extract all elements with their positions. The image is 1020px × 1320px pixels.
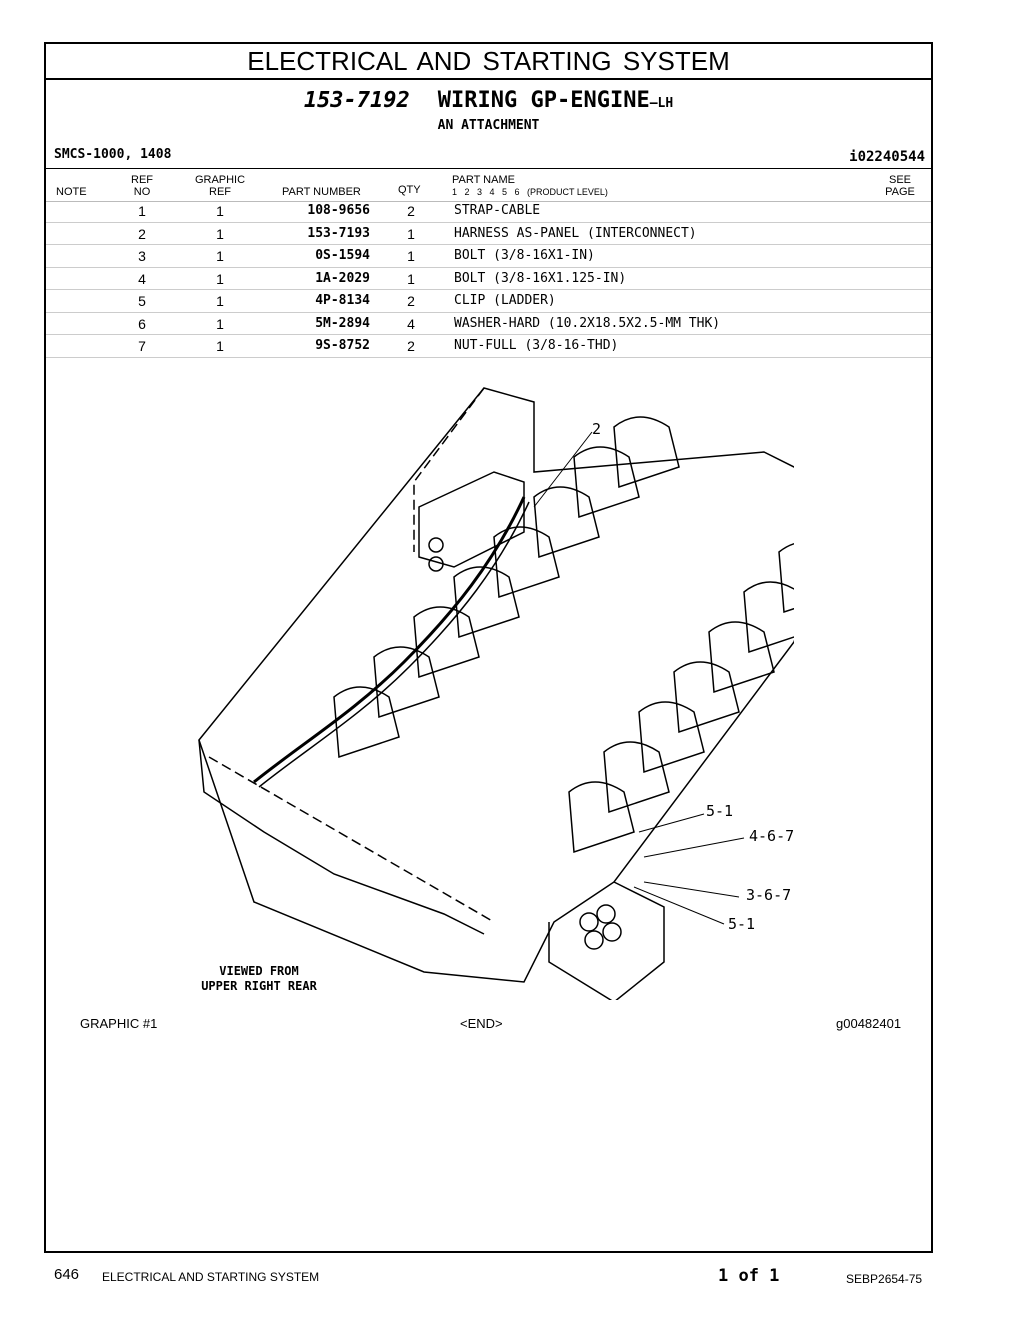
callout-4-6-7: 4-6-7	[749, 827, 794, 845]
part-name-cell: WASHER-HARD (10.2X18.5X2.5-MM THK)	[454, 315, 721, 331]
ref-no-cell: 1	[138, 203, 146, 219]
graphic-id: g00482401	[836, 1016, 902, 1031]
callout-5-1-top: 5-1	[706, 802, 733, 820]
panel-dashed-edge	[413, 387, 485, 552]
header-ref-no: REF NO	[131, 174, 153, 198]
callout-3-6-7: 3-6-7	[746, 886, 791, 904]
part-name-cell: BOLT (3/8-16X1-IN)	[454, 248, 595, 263]
header-graphic-ref: GRAPHIC REF	[194, 174, 246, 198]
base-rail	[198, 739, 485, 935]
table-row: 1 1 108-9656 2 STRAP-CABLE	[46, 200, 931, 223]
graphic-ref-cell: 1	[216, 248, 224, 264]
ref-no-cell: 4	[138, 270, 146, 287]
table-row: 6 1 5M-2894 4 WASHER-HARD (10.2X18.5X2.5-MM …	[46, 313, 931, 335]
qty-cell: 2	[407, 293, 415, 309]
callout-2: 2	[592, 420, 601, 438]
battery-box	[548, 881, 665, 1000]
ref-no-cell: 3	[138, 248, 146, 264]
part-number-cell: 9S-8752	[315, 338, 370, 353]
qty-cell: 2	[407, 203, 415, 219]
part-number-cell: 5M-2894	[315, 315, 370, 331]
qty-cell: 2	[407, 338, 415, 354]
group-name: WIRING GP-ENGINE	[437, 88, 650, 113]
table-row: 7 1 9S-8752 2 NUT-FULL (3/8-16-THD)	[46, 335, 931, 358]
part-number-cell: 4P-8134	[315, 293, 370, 308]
table-row: 5 1 4P-8134 2 CLIP (LADDER)	[46, 290, 931, 313]
cylinder-heads-left	[333, 416, 680, 759]
table-row: 4 1 1A-2029 1 BOLT (3/8-16X1.125-IN)	[46, 268, 931, 290]
graphic-ref-cell: 1	[216, 338, 224, 354]
wiring-harness	[253, 496, 526, 784]
graphic-ref-cell: 1	[216, 225, 224, 242]
leader-2	[533, 431, 593, 508]
group-title: 153-7192 WIRING GP-ENGINE—LH	[46, 88, 931, 113]
qty-cell: 4	[407, 315, 415, 332]
ref-no-cell: 7	[138, 338, 146, 354]
table-row: 2 1 153-7193 1 HARNESS AS-PANEL (INTERCONNEC…	[46, 223, 931, 245]
smcs-codes: SMCS-1000, 1408	[54, 147, 172, 162]
graphic-ref-cell: 1	[216, 315, 224, 332]
header-qty: QTY	[398, 184, 421, 196]
graphic-label: GRAPHIC #1	[80, 1016, 158, 1031]
group-number: 153-7192	[303, 88, 410, 113]
qty-cell: 1	[407, 225, 415, 242]
graphic-ref-cell: 1	[216, 293, 224, 309]
part-name-cell: BOLT (3/8-16X1.125-IN)	[454, 270, 627, 286]
part-number-cell: 108-9656	[307, 203, 370, 218]
header-product-level: 1 2 3 4 5 6 (PRODUCT LEVEL)	[452, 187, 608, 197]
ref-no-cell: 6	[138, 315, 146, 332]
base-dashed-edge	[208, 756, 495, 923]
engine-block-outline	[198, 387, 794, 983]
footer-page-number: 646	[54, 1266, 80, 1283]
header-part-name: PART NAME 1 2 3 4 5 6 (PRODUCT LEVEL)	[452, 174, 608, 197]
qty-cell: 1	[407, 248, 415, 264]
footer-page-of: 1 of 1	[718, 1266, 780, 1286]
part-number-cell: 153-7193	[307, 225, 370, 241]
footer-section: ELECTRICAL AND STARTING SYSTEM	[102, 1270, 320, 1284]
parts-table-header: NOTE REF NO GRAPHIC REF PART NUMBER QTY …	[46, 168, 931, 202]
cylinder-heads-right	[568, 543, 794, 854]
header-note: NOTE	[56, 186, 87, 198]
graphic-ref-cell: 1	[216, 203, 224, 219]
header-see-page: SEE PAGE	[885, 174, 915, 198]
group-suffix: —LH	[649, 96, 674, 111]
qty-cell: 1	[407, 270, 415, 287]
group-subtitle: AN ATTACHMENT	[437, 118, 540, 133]
ref-no-cell: 2	[138, 225, 146, 242]
end-marker: <END>	[460, 1016, 503, 1031]
table-row: 3 1 0S-1594 1 BOLT (3/8-16X1-IN)	[46, 245, 931, 268]
engine-wiring-illustration: 2 5-1 4-6-7 3-6-7 5-1 VIEWED FROM UPPER …	[198, 387, 794, 1000]
view-note-line-1: VIEWED FROM	[219, 964, 298, 978]
view-note-line-2: UPPER RIGHT REAR	[201, 979, 317, 993]
part-name-cell: CLIP (LADDER)	[454, 293, 556, 308]
illustration-id: i02240544	[849, 149, 925, 165]
part-number-cell: 1A-2029	[315, 270, 370, 286]
section-title: ELECTRICAL AND STARTING SYSTEM	[46, 44, 931, 80]
graphic-ref-cell: 1	[216, 270, 224, 287]
callout-5-1-bottom: 5-1	[728, 915, 755, 933]
part-name-cell: NUT-FULL (3/8-16-THD)	[454, 338, 619, 353]
ref-no-cell: 5	[138, 293, 146, 309]
rear-panel	[418, 471, 525, 568]
part-number-cell: 0S-1594	[315, 248, 370, 263]
part-name-cell: HARNESS AS-PANEL (INTERCONNECT)	[454, 225, 697, 241]
part-name-cell: STRAP-CABLE	[454, 203, 541, 218]
header-part-number: PART NUMBER	[282, 186, 361, 198]
footer-doc-id: SEBP2654-75	[846, 1272, 923, 1286]
